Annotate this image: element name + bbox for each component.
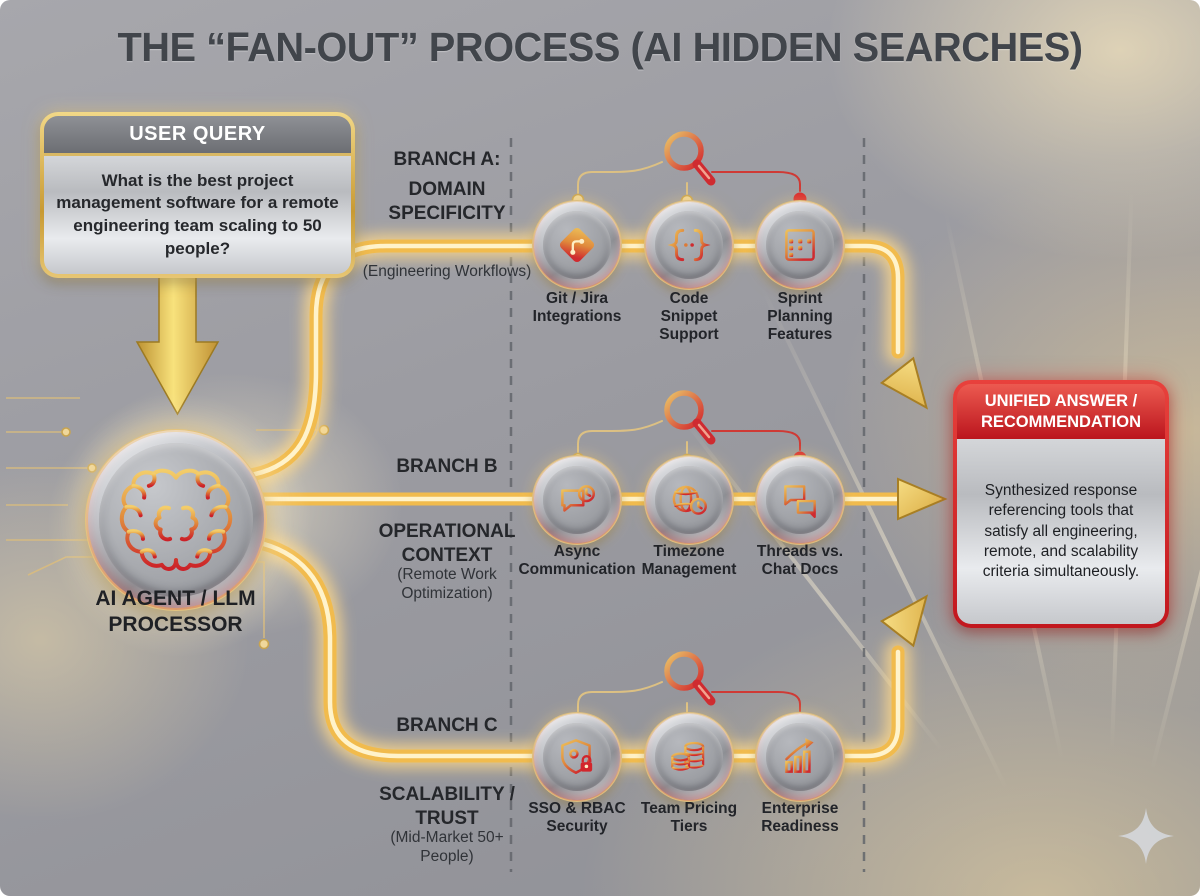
dashed-divider bbox=[509, 138, 866, 872]
branch-a-subtitle: DOMAIN SPECIFICITY bbox=[388, 179, 506, 224]
branch-b-title: BRANCH B bbox=[396, 456, 498, 477]
node-label: Async Communication bbox=[518, 543, 636, 578]
sparkle-icon bbox=[1118, 808, 1174, 864]
growth-chart-icon bbox=[785, 738, 814, 773]
brain-icon bbox=[119, 461, 235, 579]
chat-clock-icon bbox=[561, 485, 595, 512]
magnifier-group bbox=[571, 131, 807, 208]
branch-a-title: BRANCH A: bbox=[393, 149, 501, 170]
node-label: Git / Jira Integrations bbox=[532, 290, 622, 325]
node-label: Code Snippet Support bbox=[659, 290, 719, 343]
page-title: THE “FAN-OUT” PROCESS (AI HIDDEN SEARCHE… bbox=[117, 24, 1083, 70]
arrowhead-branch-c bbox=[879, 594, 929, 648]
result-text: Synthesized response referencing tools t… bbox=[957, 439, 1165, 624]
git-branch-icon bbox=[559, 227, 595, 263]
globe-clock-icon bbox=[672, 485, 707, 515]
branch-b-context: (Remote Work Optimization) bbox=[397, 566, 497, 603]
code-braces-icon bbox=[667, 228, 711, 262]
node-label: SSO & RBAC Security bbox=[528, 800, 626, 835]
node-timezone-management bbox=[646, 457, 732, 543]
shield-lock-icon bbox=[561, 739, 593, 774]
node-label: Timezone Management bbox=[641, 543, 737, 578]
user-query-card: USER QUERY What is the best project mana… bbox=[40, 112, 355, 278]
node-git-jira bbox=[534, 202, 620, 288]
ai-agent-node bbox=[88, 432, 264, 608]
node-team-pricing bbox=[646, 714, 732, 800]
branch-c-subtitle: SCALABILITY / TRUST bbox=[379, 784, 515, 829]
user-query-header: USER QUERY bbox=[44, 116, 351, 156]
node-label: Sprint Planning Features bbox=[767, 290, 833, 343]
down-arrow bbox=[135, 267, 220, 416]
arrowhead-branch-b bbox=[897, 477, 948, 521]
node-label: Team Pricing Tiers bbox=[640, 800, 738, 835]
branch-b-subtitle: OPERATIONAL CONTEXT bbox=[378, 521, 516, 566]
node-async-communication bbox=[534, 457, 620, 543]
node-enterprise-readiness bbox=[757, 714, 843, 800]
node-sso-rbac bbox=[534, 714, 620, 800]
ai-agent-label: AI AGENT / LLM PROCESSOR bbox=[95, 587, 256, 637]
node-label: Threads vs. Chat Docs bbox=[756, 543, 844, 578]
user-query-text: What is the best project management soft… bbox=[44, 156, 351, 274]
branch-c-title: BRANCH C bbox=[396, 715, 498, 736]
kanban-board-icon bbox=[785, 229, 815, 261]
node-sprint-planning bbox=[757, 202, 843, 288]
arrowhead-branch-a bbox=[879, 356, 929, 410]
node-label: Enterprise Readiness bbox=[761, 800, 839, 835]
branch-c-context: (Mid-Market 50+ People) bbox=[390, 829, 504, 866]
magnifier-icon bbox=[664, 131, 716, 186]
node-code-snippet bbox=[646, 202, 732, 288]
node-threads-chat-docs bbox=[757, 457, 843, 543]
branch-a-context: (Engineering Workflows) bbox=[362, 263, 532, 280]
result-card: UNIFIED ANSWER / RECOMMENDATION Synthesi… bbox=[953, 380, 1169, 628]
chat-docs-icon bbox=[784, 485, 816, 518]
result-header: UNIFIED ANSWER / RECOMMENDATION bbox=[957, 384, 1165, 440]
coins-icon bbox=[671, 741, 705, 771]
